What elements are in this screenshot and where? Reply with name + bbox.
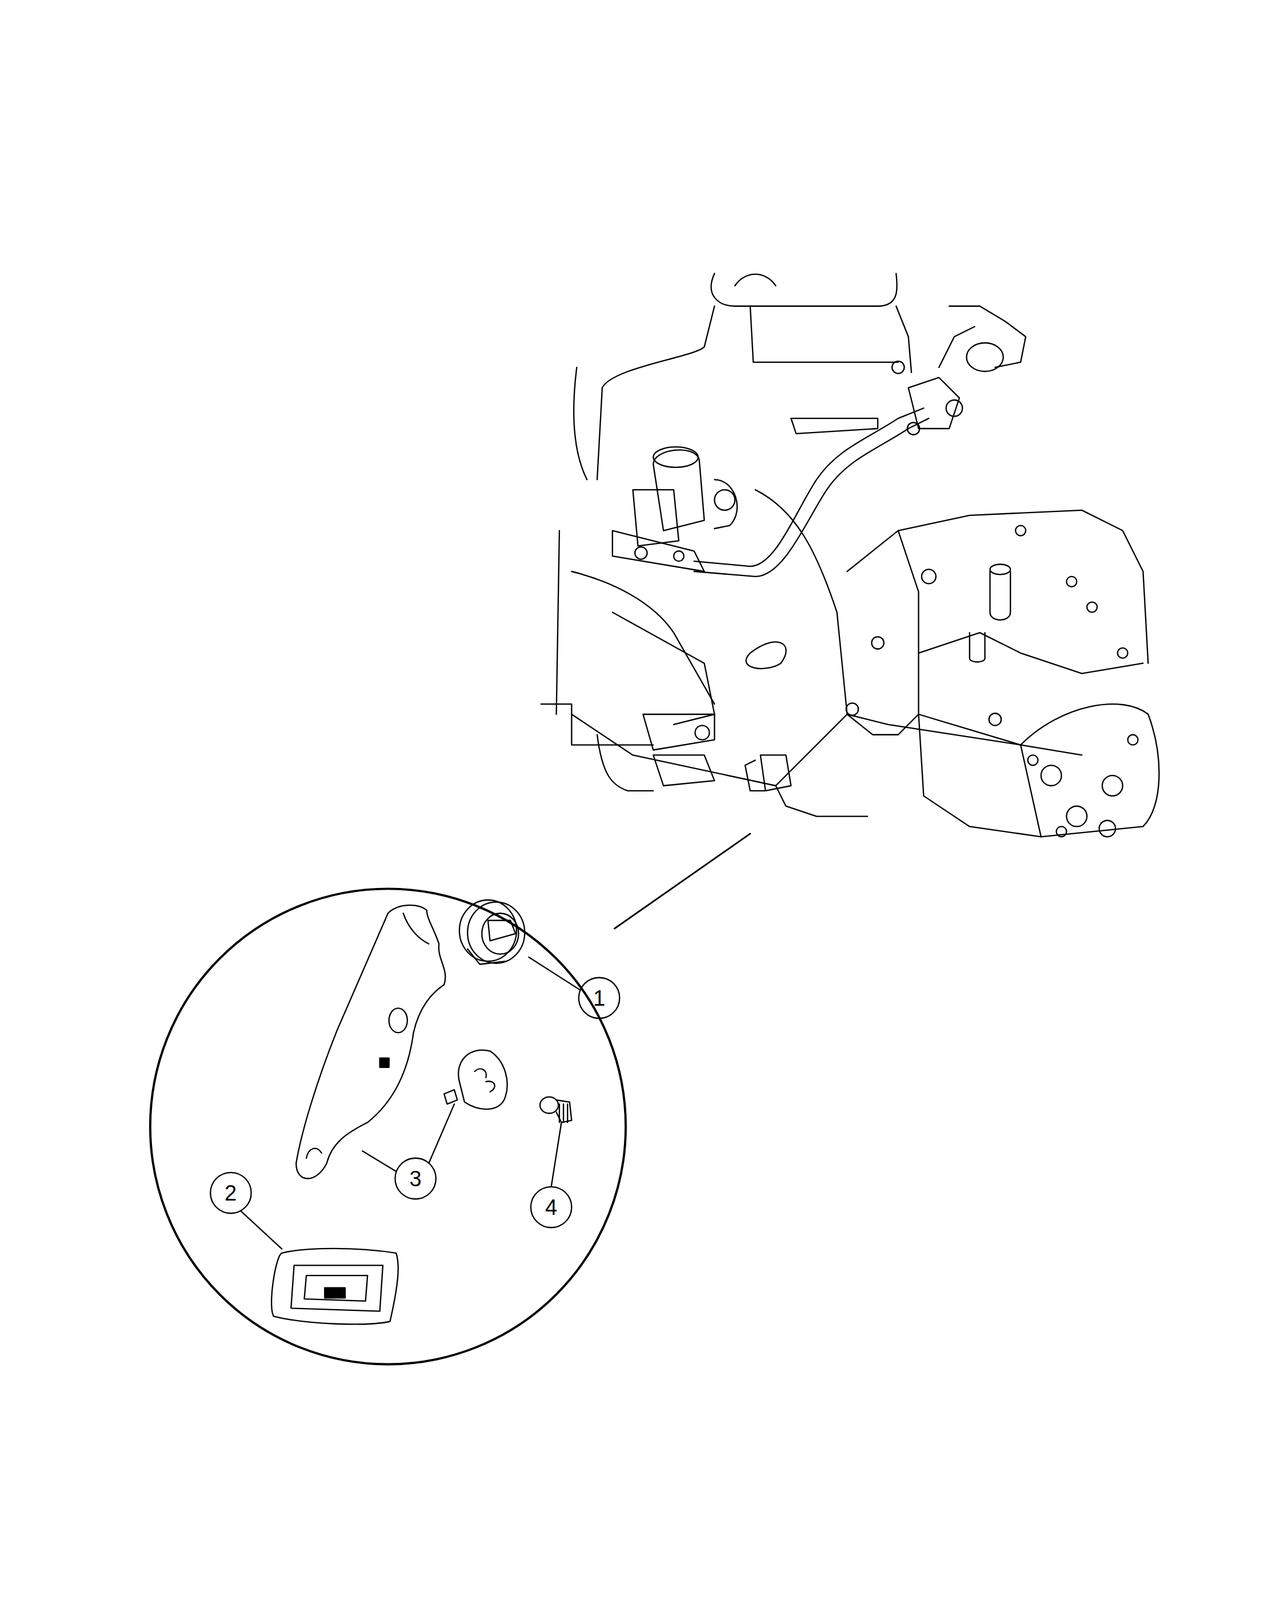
callout-number: 4 <box>545 1196 558 1219</box>
callout-number: 1 <box>593 987 606 1010</box>
callout-number: 2 <box>224 1182 237 1204</box>
callout-number: 3 <box>409 1168 422 1190</box>
